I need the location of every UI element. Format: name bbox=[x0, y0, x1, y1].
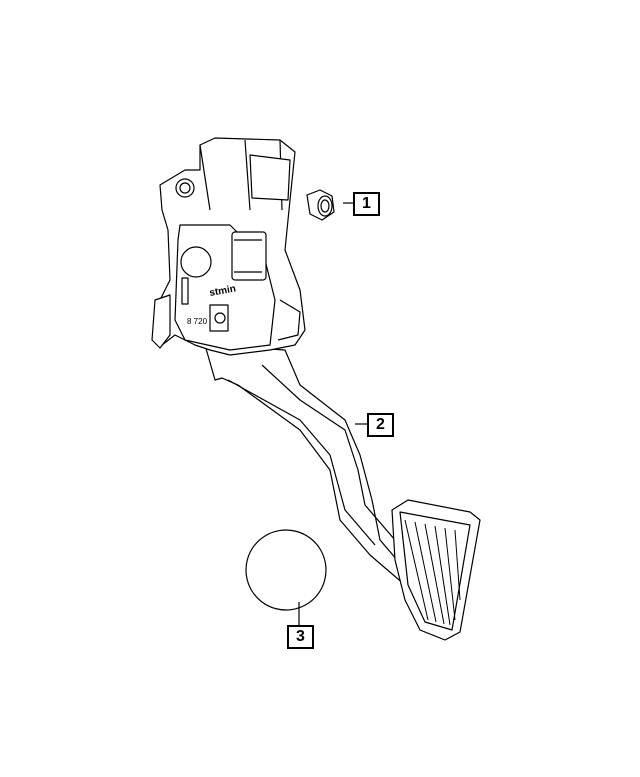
callout-3[interactable]: 3 bbox=[287, 625, 314, 649]
callout-2[interactable]: 2 bbox=[367, 413, 394, 437]
pedal-pad bbox=[391, 499, 481, 641]
nut bbox=[306, 189, 335, 221]
callout-1[interactable]: 1 bbox=[353, 192, 380, 216]
disc-pad bbox=[245, 529, 327, 611]
brand-marking: stmin bbox=[209, 283, 237, 298]
sensor-housing: stmin 8 720 bbox=[151, 137, 306, 356]
part-code-marking: 8 720 bbox=[187, 317, 208, 326]
